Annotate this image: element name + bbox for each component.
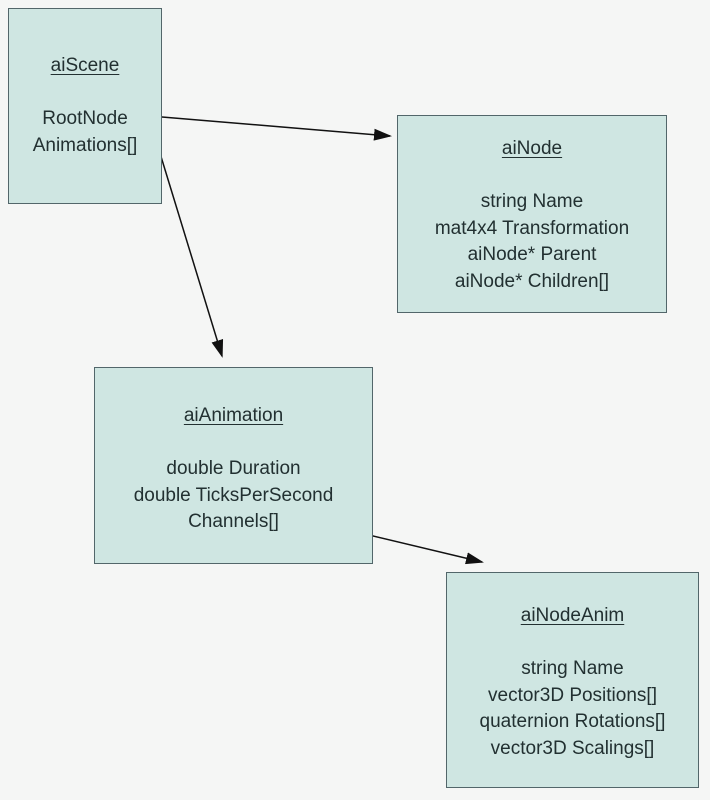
node-field: string Name [521,658,624,679]
node-aiscene: aiScene RootNode Animations[] [8,8,162,204]
node-title: aiScene [50,55,120,76]
node-field: aiNode* Parent [467,244,597,265]
node-ainodeanim: aiNodeAnim string Name vector3D Position… [446,572,699,788]
node-field: quaternion Rotations[] [479,711,666,732]
node-field: Animations[] [32,134,138,156]
node-field: mat4x4 Transformation [434,217,630,239]
node-aianimation: aiAnimation double Duration double Ticks… [94,367,373,564]
arrow-animations-to-aianimation [158,149,224,358]
node-field: double TicksPerSecond [133,484,334,506]
node-ainode: aiNode string Name mat4x4 Transformation… [397,115,667,313]
arrow-rootnode-to-ainode [149,115,392,141]
node-field: RootNode [42,108,128,129]
node-field: double Duration [166,458,301,479]
node-title: aiAnimation [183,405,284,426]
node-field: vector3D Positions[] [488,684,657,706]
node-title: aiNodeAnim [520,605,625,626]
node-field: aiNode* Children[] [454,270,610,292]
node-title: aiNode [501,138,563,159]
node-field: Channels[] [188,511,279,532]
node-field: string Name [480,191,584,212]
node-field: vector3D Scalings[] [490,737,655,759]
